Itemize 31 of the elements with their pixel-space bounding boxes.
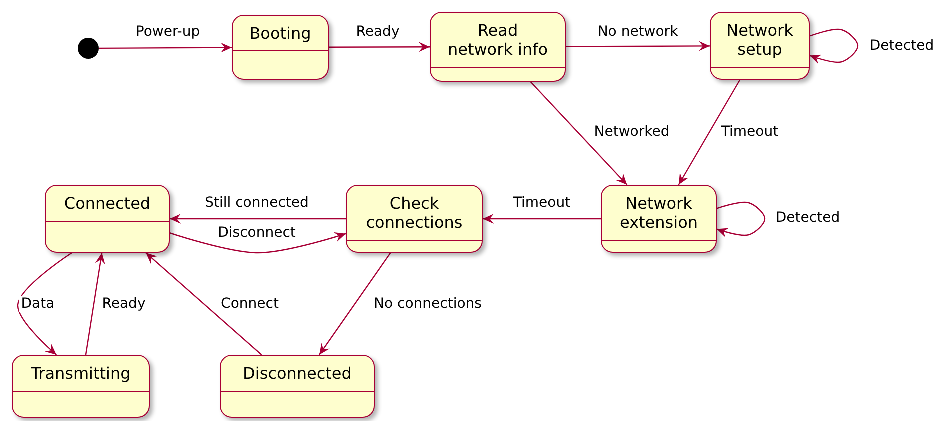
transition-arrow [678,80,741,186]
start-point [78,38,99,59]
state-box [710,12,810,80]
state-box [430,12,566,82]
transition-arrow [170,214,346,224]
transition-arrow [17,252,72,356]
state-name: Read network info [446,21,550,59]
transition-arrow [483,214,601,224]
state-box [220,355,375,418]
state-name: Check connections [365,194,464,232]
transition-arrow [329,42,430,52]
state-box [12,355,150,418]
transition-arrow [566,41,710,52]
transition-arrow [99,42,232,53]
self-transition-arrow [810,28,859,64]
self-transition-arrow [716,202,766,238]
state-name: Disconnected [242,364,353,383]
transition-arrow [319,252,392,356]
state-name: Transmitting [30,364,132,383]
transition-arrow [146,252,262,356]
state-box [346,185,483,253]
state-name: Connected [63,194,152,213]
state-name: Network extension [619,194,699,232]
transition-arrow [85,252,106,356]
state-name: Network setup [726,21,794,59]
state-box [232,15,329,80]
state-name: Booting [248,24,312,42]
transition-arrow [530,82,628,186]
transition-arrow [170,232,346,254]
state-box [45,185,170,253]
state-box [601,185,717,253]
